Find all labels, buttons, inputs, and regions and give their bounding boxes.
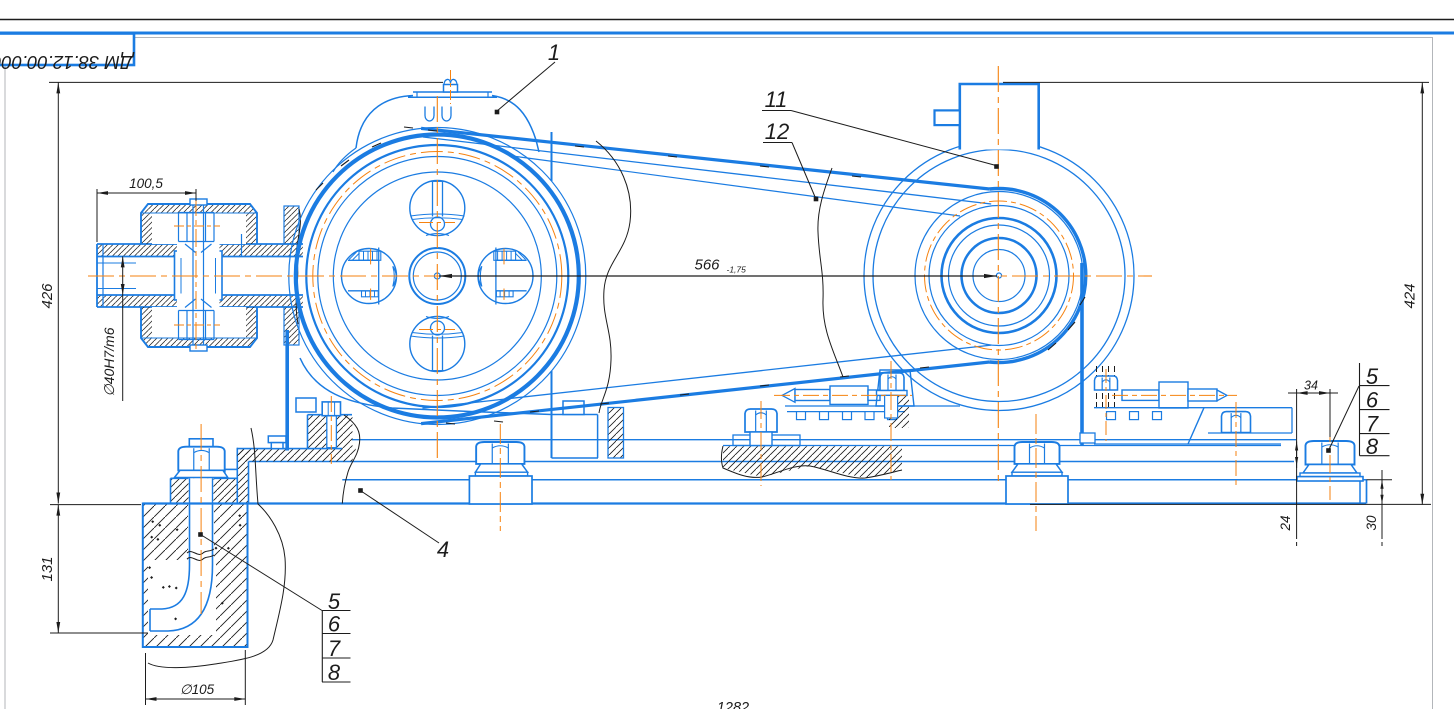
svg-text:426: 426 <box>39 283 56 309</box>
svg-text:131: 131 <box>39 556 56 581</box>
svg-text:4: 4 <box>437 537 449 562</box>
svg-text:∅105: ∅105 <box>180 682 215 697</box>
svg-text:7: 7 <box>328 636 341 661</box>
svg-text:1: 1 <box>548 40 560 65</box>
svg-text:30: 30 <box>1364 515 1379 531</box>
svg-text:7: 7 <box>1366 412 1379 437</box>
svg-text:566: 566 <box>694 257 720 274</box>
svg-text:5: 5 <box>1366 364 1379 389</box>
svg-text:∅40H7/m6: ∅40H7/m6 <box>101 327 117 396</box>
svg-text:8: 8 <box>1366 434 1379 459</box>
svg-text:12: 12 <box>765 119 789 144</box>
svg-text:ДМ 38.12.00.000: ДМ 38.12.00.000 <box>0 52 135 73</box>
svg-text:6: 6 <box>328 612 341 637</box>
svg-text:24: 24 <box>1278 515 1293 531</box>
svg-text:1282: 1282 <box>717 700 749 709</box>
svg-text:34: 34 <box>1304 379 1318 393</box>
svg-text:5: 5 <box>328 589 341 614</box>
svg-text:6: 6 <box>1366 388 1379 413</box>
svg-text:11: 11 <box>765 87 788 112</box>
svg-text:424: 424 <box>1402 283 1419 308</box>
svg-text:8: 8 <box>328 660 341 685</box>
svg-text:-1,75: -1,75 <box>727 265 747 275</box>
svg-text:100,5: 100,5 <box>129 176 163 191</box>
